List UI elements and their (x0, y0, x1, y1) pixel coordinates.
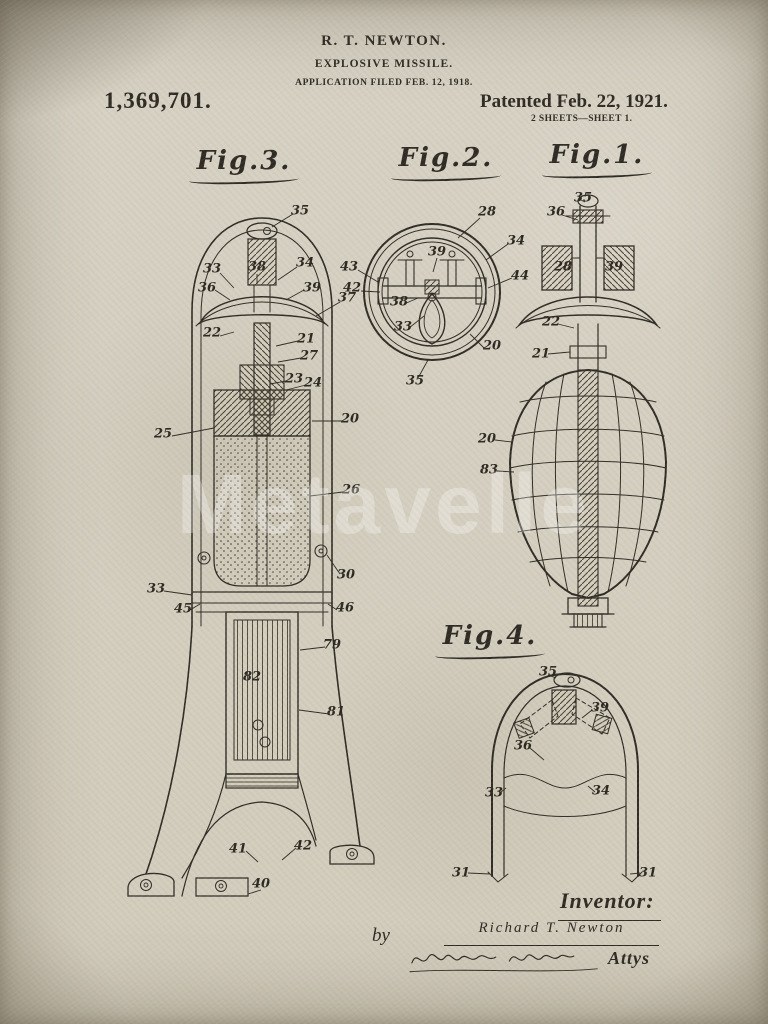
ref-numeral: 35 (573, 190, 593, 206)
ref-numeral: 39 (590, 700, 610, 716)
figure-2: 28 39 34 43 44 42 38 33 20 35 (330, 140, 560, 400)
ref-numeral: 22 (202, 325, 222, 341)
ref-numeral: 37 (337, 290, 357, 306)
ref-numeral: 34 (295, 255, 315, 271)
ref-numeral: 30 (336, 567, 356, 583)
ref-numeral: 28 (553, 259, 573, 275)
ref-numeral: 82 (242, 669, 262, 685)
figure-1: 35 36 28 39 22 21 20 83 (450, 140, 680, 640)
ref-numeral: 31 (638, 865, 658, 881)
ref-numeral: 36 (546, 204, 566, 220)
ref-numeral: 41 (228, 841, 248, 857)
header-inventor-line: R. T. NEWTON. (321, 33, 447, 49)
ref-numeral: 33 (484, 785, 504, 801)
ref-numeral: 25 (153, 426, 173, 442)
ref-numeral: 39 (302, 280, 322, 296)
ref-numeral: 33 (393, 319, 413, 335)
attorney-signature (409, 954, 598, 973)
ref-numeral: 42 (293, 838, 313, 854)
figure-2-title: Fig.2. (386, 145, 506, 181)
ref-numeral: 38 (247, 259, 267, 275)
figure-4-drawing (467, 672, 643, 883)
ref-numeral: 20 (482, 338, 502, 354)
by-label: by (372, 925, 390, 946)
ref-numeral: 81 (326, 704, 346, 720)
figure-3-title: Fig.3. (184, 148, 304, 184)
ref-numeral: 21 (296, 331, 316, 347)
ref-numeral: 35 (290, 203, 310, 219)
ref-numeral: 44 (510, 268, 530, 284)
ref-numeral: 39 (427, 244, 447, 260)
ref-numeral: 36 (197, 280, 217, 296)
ref-numeral: 43 (339, 259, 359, 275)
figure-2-drawing (357, 217, 513, 379)
ref-numeral: 24 (303, 375, 323, 391)
ref-numeral: 40 (251, 876, 271, 892)
ref-numeral: 38 (389, 294, 409, 310)
ref-numeral: 22 (541, 314, 561, 330)
ref-numeral: 31 (451, 865, 471, 881)
figure-3-drawing (127, 213, 375, 897)
ref-numeral: 23 (284, 371, 304, 387)
attorneys-label: Attys (608, 948, 651, 968)
ref-numeral: 28 (477, 204, 497, 220)
patent-number: 1,369,701. (104, 88, 212, 113)
sheets-line: 2 SHEETS—SHEET 1. (531, 114, 633, 124)
patented-date: Patented Feb. 22, 1921. (480, 91, 668, 112)
header-invention-title: EXPLOSIVE MISSILE. (314, 58, 454, 70)
inventor-caption: Inventor: (558, 888, 661, 921)
ref-numeral: 33 (146, 581, 166, 597)
ref-numeral: 26 (341, 482, 361, 498)
ref-numeral: 46 (335, 600, 355, 616)
ref-numeral: 34 (591, 783, 611, 799)
inventor-signature: Richard T. Newton (444, 920, 659, 946)
figure-4: 35 39 36 33 34 31 31 (440, 620, 680, 910)
ref-numeral: 35 (405, 373, 425, 389)
ref-numeral: 20 (477, 431, 497, 447)
ref-numeral: 33 (202, 261, 222, 277)
figure-4-title: Fig.4. (430, 623, 550, 659)
ref-numeral: 35 (538, 664, 558, 680)
ref-numeral: 27 (299, 348, 319, 364)
ref-numeral: 42 (342, 280, 362, 296)
ref-numeral: 39 (604, 259, 624, 275)
figure-1-title: Fig.1. (537, 142, 657, 178)
ref-numeral: 20 (340, 411, 360, 427)
ref-numeral: 34 (506, 233, 526, 249)
header-application-line: APPLICATION FILED FEB. 12, 1918. (295, 78, 473, 88)
ref-numeral: 79 (322, 637, 342, 653)
ref-numeral: 83 (479, 462, 499, 478)
figure-1-drawing (494, 194, 668, 628)
ref-numeral: 45 (173, 601, 193, 617)
ref-numeral: 36 (513, 738, 533, 754)
ref-numeral: 21 (531, 346, 551, 362)
